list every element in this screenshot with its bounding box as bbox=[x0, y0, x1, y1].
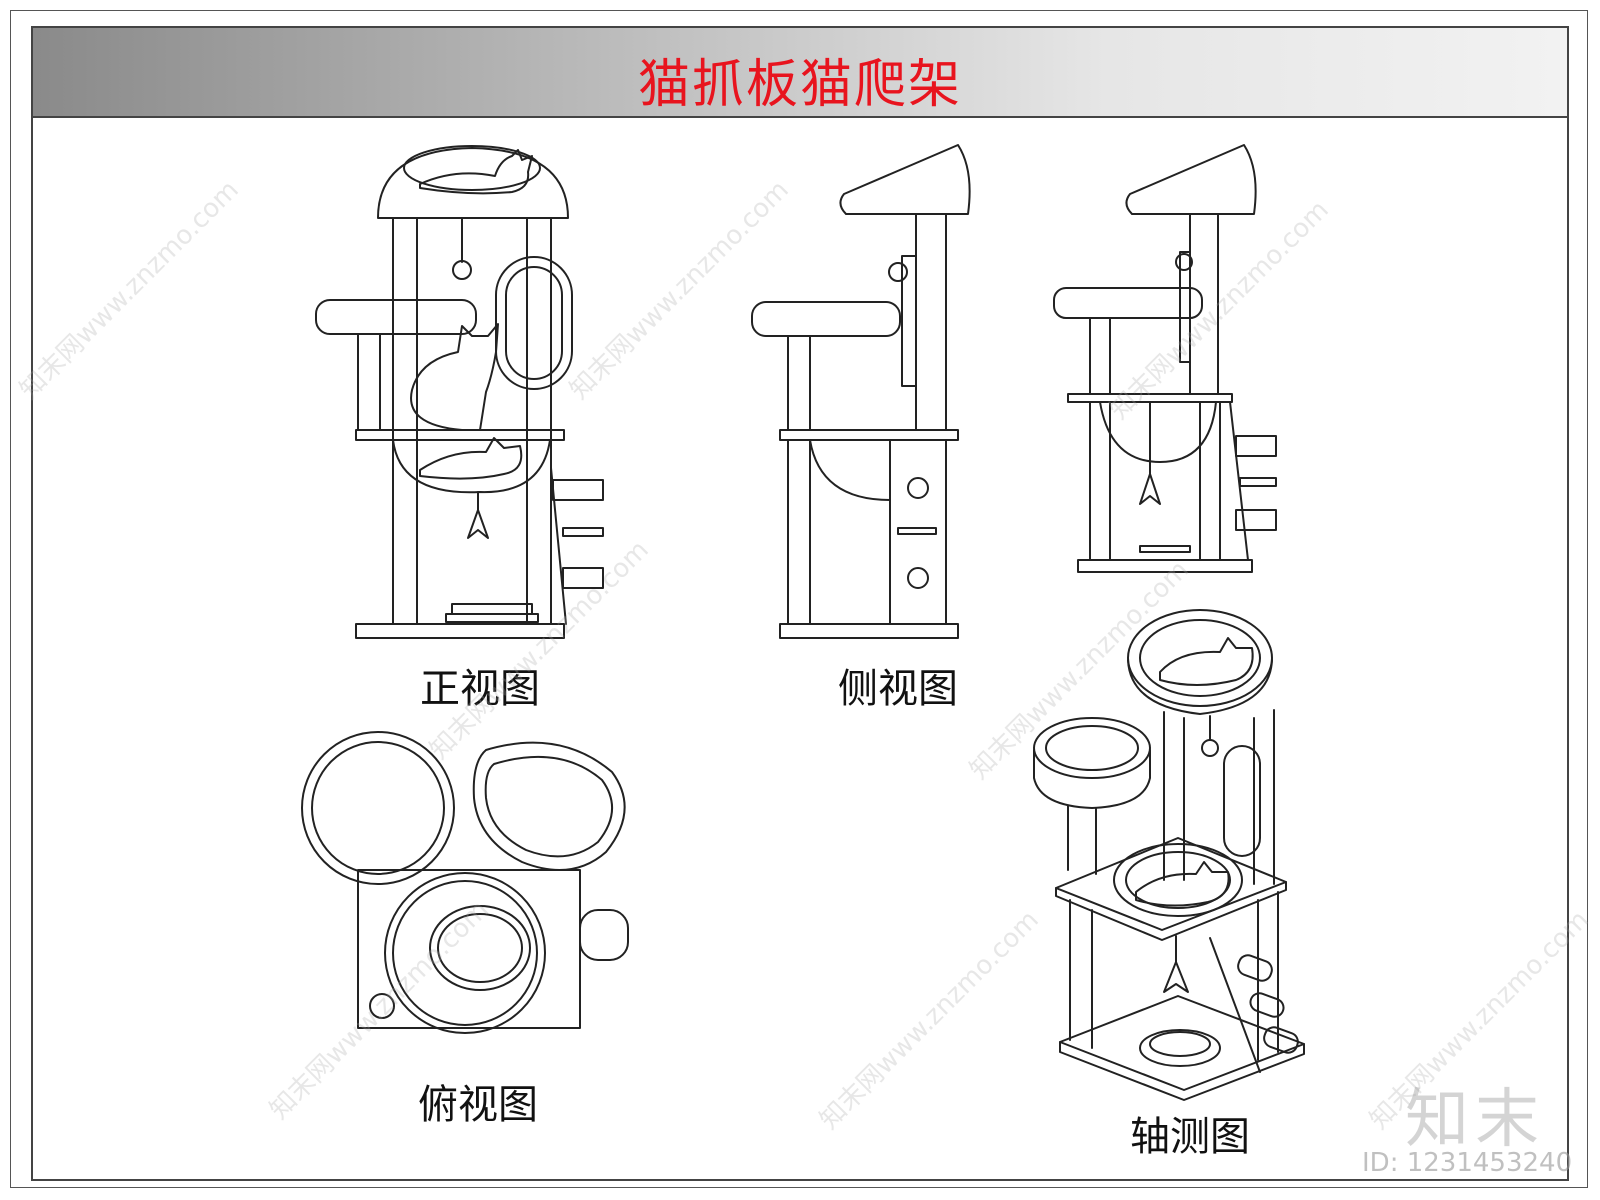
side2-left-perch bbox=[1053, 287, 1203, 319]
side-left-perch bbox=[751, 301, 901, 337]
side-upper-post bbox=[915, 213, 947, 431]
front-feather-toy bbox=[467, 509, 489, 539]
front-hammock bbox=[392, 439, 551, 494]
axo-base bbox=[1059, 995, 1305, 1091]
top-center-bowl-opening bbox=[429, 905, 531, 991]
top-right-perch-outer bbox=[472, 741, 626, 871]
front-sitting-cat bbox=[410, 323, 499, 431]
top-side-step bbox=[579, 909, 629, 961]
axonometric-view bbox=[1033, 609, 1305, 1101]
watermark-id: ID: 1231453240 bbox=[1362, 1148, 1573, 1178]
front-base-toy bbox=[451, 603, 533, 615]
axo-hammock bbox=[1113, 843, 1243, 917]
axo-base-toy bbox=[1139, 1029, 1221, 1067]
side-mid-shelf bbox=[779, 429, 959, 441]
side2-base bbox=[1077, 559, 1253, 573]
front-top-bowl bbox=[377, 147, 569, 219]
front-step-2 bbox=[562, 527, 604, 537]
sheet-title: 猫抓板猫爬架 bbox=[637, 55, 962, 115]
front-step-1 bbox=[552, 479, 604, 501]
axo-left-perch bbox=[1033, 717, 1151, 779]
top-left-perch-outer bbox=[301, 731, 455, 885]
side-left-post bbox=[787, 335, 811, 431]
top-view-label: 俯视图 bbox=[418, 1082, 538, 1128]
top-center-bowl-outer bbox=[384, 872, 546, 1034]
watermark-logo: 知末 bbox=[1405, 1083, 1545, 1157]
front-post-right bbox=[526, 217, 552, 625]
axo-top-cat bbox=[1159, 637, 1254, 686]
front-top-cat bbox=[419, 149, 533, 195]
axo-capsule bbox=[1223, 745, 1261, 857]
title-bar: 猫抓板猫爬架 bbox=[33, 28, 1567, 118]
side2-top-perch bbox=[1125, 144, 1257, 215]
drawing-border-outer bbox=[10, 10, 1588, 1188]
front-mid-shelf bbox=[355, 429, 565, 441]
side-hole-1 bbox=[907, 477, 929, 499]
top-view bbox=[301, 731, 629, 1034]
side2-lower-right-post bbox=[1199, 401, 1221, 561]
top-right-perch-inner bbox=[484, 755, 614, 858]
side2-feather-toy bbox=[1139, 473, 1161, 505]
axo-feather-toy bbox=[1163, 961, 1189, 993]
side-scratch-pad bbox=[901, 255, 917, 387]
front-top-bowl-opening bbox=[403, 145, 541, 191]
front-hanging-ball bbox=[452, 260, 472, 280]
side-top-perch bbox=[839, 144, 971, 215]
top-base-plate bbox=[357, 869, 581, 1029]
front-left-perch bbox=[315, 299, 477, 335]
axo-hammock-cat bbox=[1135, 861, 1230, 907]
side-view-2 bbox=[1053, 144, 1277, 573]
side-hammock bbox=[809, 439, 891, 501]
front-left-perch-post bbox=[357, 333, 381, 431]
top-corner-hole bbox=[369, 993, 395, 1019]
front-post-left bbox=[392, 217, 418, 625]
front-hammock-cat bbox=[419, 437, 523, 480]
axonometric-view-label: 轴测图 bbox=[1130, 1114, 1250, 1160]
drawing-border-inner bbox=[31, 26, 1569, 1181]
side-hole-2 bbox=[907, 567, 929, 589]
side-view bbox=[751, 144, 971, 639]
front-base bbox=[355, 623, 565, 639]
side-view-label: 侧视图 bbox=[838, 666, 958, 712]
top-left-perch-inner bbox=[311, 741, 445, 875]
side2-hammock bbox=[1099, 401, 1217, 463]
side-lower-left-post bbox=[787, 439, 811, 625]
front-view-label: 正视图 bbox=[420, 666, 540, 712]
front-capsule bbox=[495, 256, 573, 390]
side-base bbox=[779, 623, 959, 639]
axo-top-bowl bbox=[1127, 609, 1273, 707]
front-step-3 bbox=[562, 567, 604, 589]
front-view bbox=[315, 145, 604, 639]
